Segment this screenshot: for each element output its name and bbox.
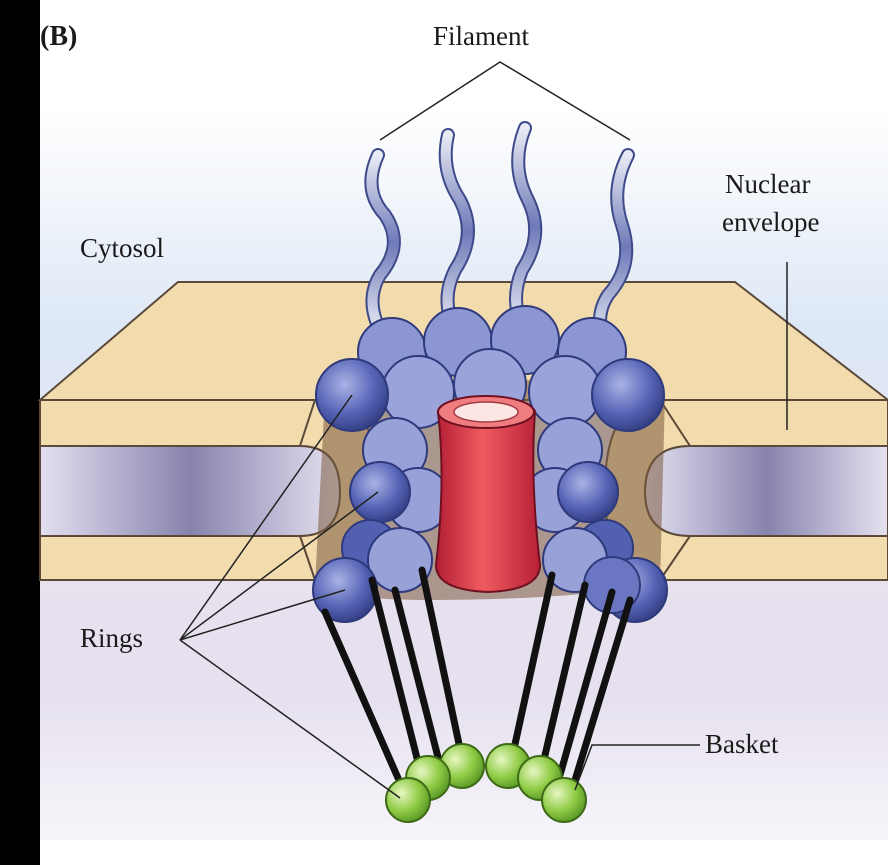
outer-membrane-left bbox=[40, 400, 315, 446]
inner-membrane-right bbox=[660, 536, 888, 580]
ring-subunit-end-right bbox=[592, 359, 664, 431]
nuclear-envelope-label-line2: envelope bbox=[722, 206, 819, 239]
ring-subunit bbox=[529, 356, 601, 428]
nuclear-envelope-label-line1: Nuclear bbox=[725, 168, 810, 201]
ring-subunit-right bbox=[558, 462, 618, 522]
panel-label: (B) bbox=[40, 20, 77, 53]
ring-subunit-left bbox=[350, 462, 410, 522]
lumen-right bbox=[645, 446, 888, 536]
channel-opening bbox=[454, 402, 518, 422]
inner-membrane-left bbox=[40, 536, 315, 580]
filament-label: Filament bbox=[433, 20, 529, 53]
basket-ring-subunit bbox=[386, 778, 430, 822]
rings-label: Rings bbox=[80, 622, 143, 655]
outer-membrane-right bbox=[660, 400, 888, 446]
basket-label: Basket bbox=[705, 728, 779, 761]
central-channel bbox=[436, 396, 540, 592]
cytosol-label: Cytosol bbox=[80, 232, 164, 265]
basket-ring-subunit bbox=[542, 778, 586, 822]
lumen-left bbox=[40, 446, 340, 536]
channel-body bbox=[436, 408, 540, 592]
